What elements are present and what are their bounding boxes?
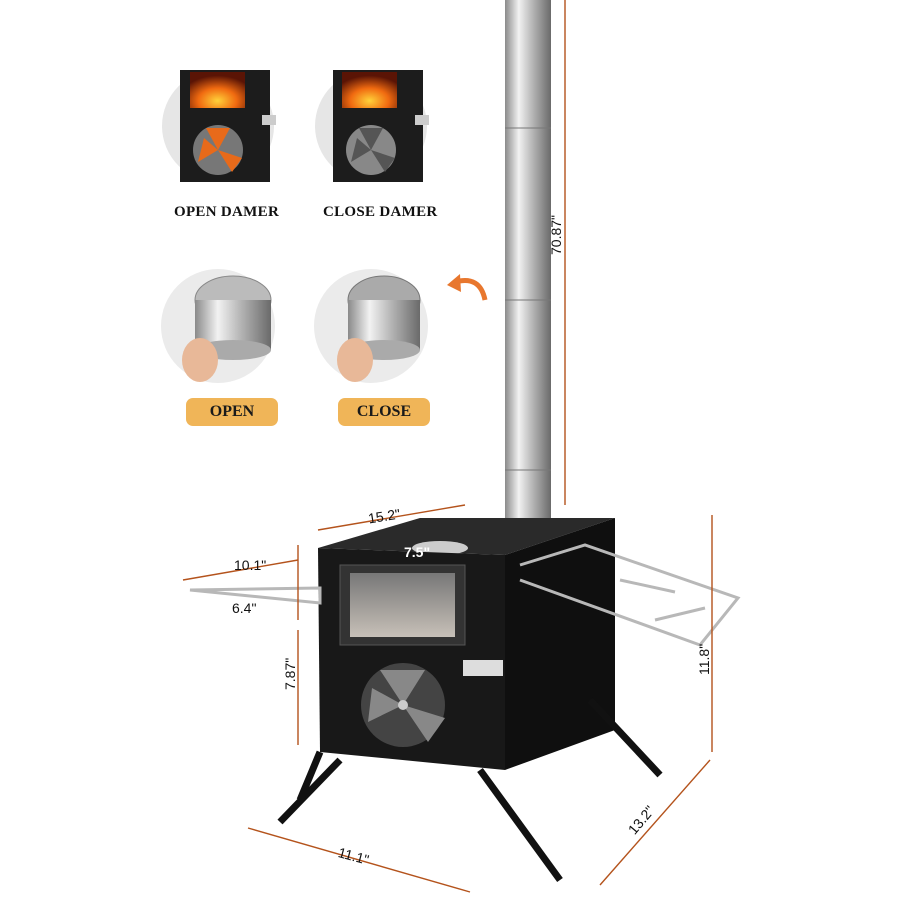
stove-body	[318, 518, 615, 770]
chimney-pipe	[505, 0, 551, 522]
open-label: OPEN	[186, 398, 278, 426]
top-plate-dimension: 7.5"	[404, 544, 431, 560]
shelf-width-dimension: 6.4"	[232, 600, 257, 616]
door-height-dimension: 7.87"	[282, 657, 298, 690]
side-shelves	[189, 543, 741, 647]
rotate-arrowhead-icon	[447, 274, 461, 292]
open-damper-caption: OPEN DAMER	[174, 204, 280, 220]
close-label: CLOSE	[338, 398, 430, 426]
body-height-dimension: 11.8"	[696, 643, 712, 675]
chimney-height-dimension: 70.87"	[548, 214, 564, 255]
open-damper-photo	[162, 70, 276, 182]
pipe-damper-open-photo	[161, 269, 275, 383]
pipe-damper-closed-photo	[314, 269, 428, 383]
shelf-length-dimension: 10.1"	[234, 557, 267, 573]
stove-legs	[277, 697, 663, 883]
dimension-lines	[182, 0, 713, 893]
close-damper-photo	[315, 70, 429, 182]
close-damper-caption: CLOSE DAMER	[323, 204, 438, 220]
